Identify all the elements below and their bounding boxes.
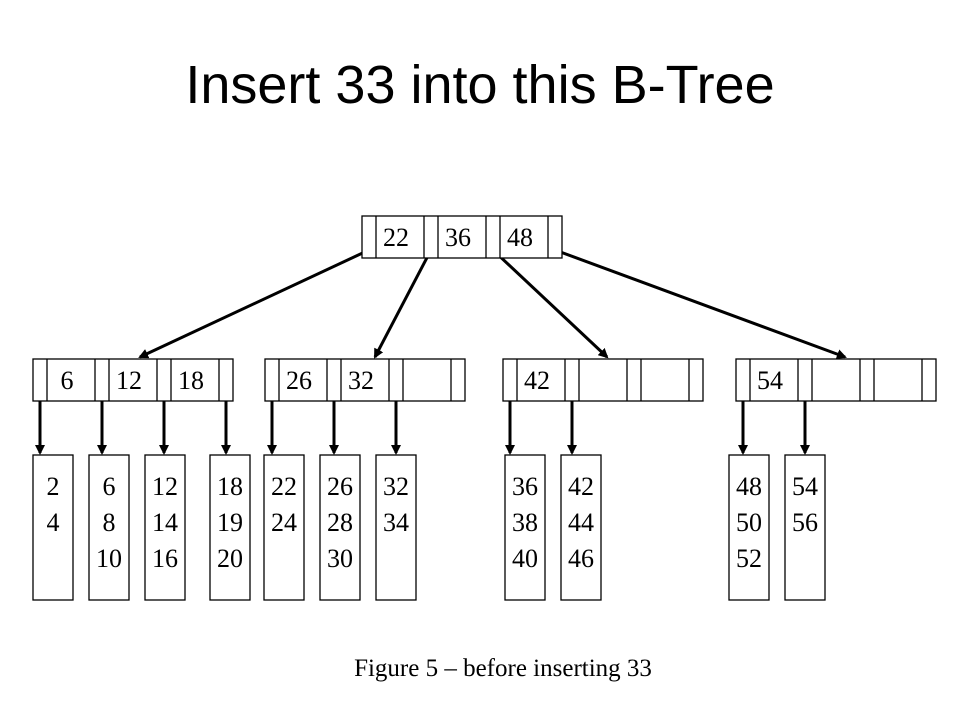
leaf-node: 6 8 10 — [88, 454, 130, 601]
leaf-key: 22 — [271, 472, 297, 501]
leaf-key: 36 — [512, 472, 538, 501]
tree-edges — [35, 248, 847, 455]
leaf-box — [32, 454, 74, 601]
root-pointer-arrow — [138, 248, 370, 359]
leaf-key: 32 — [383, 472, 409, 501]
leaf-box — [375, 454, 417, 601]
leaf-key: 40 — [512, 544, 538, 573]
node-key: 22 — [383, 223, 409, 252]
leaf-box — [504, 454, 546, 601]
leaf-key: 6 — [103, 472, 116, 501]
leaf-key: 8 — [103, 508, 116, 537]
leaf-key: 14 — [152, 508, 178, 537]
leaf-node: 26 28 30 — [319, 454, 361, 601]
root-pointer-arrow — [491, 248, 609, 359]
leaf-key: 4 — [47, 508, 60, 537]
leaf-key: 54 — [792, 472, 818, 501]
internal-node-3: 42 — [502, 358, 704, 402]
node-box — [264, 358, 466, 402]
figure-caption: Figure 5 – before inserting 33 — [354, 655, 652, 682]
leaf-key: 50 — [736, 508, 762, 537]
leaf-key: 19 — [217, 508, 243, 537]
leaf-key: 28 — [327, 508, 353, 537]
leaf-node: 24 — [32, 454, 74, 601]
node-key: 32 — [348, 366, 374, 395]
leaf-key: 46 — [568, 544, 594, 573]
internal-node-4: 54 — [735, 358, 937, 402]
leaf-box — [263, 454, 305, 601]
leaf-key: 16 — [152, 544, 178, 573]
node-key: 48 — [507, 223, 533, 252]
leaf-key: 56 — [792, 508, 818, 537]
leaf-node: 12 14 16 — [144, 454, 186, 601]
leaf-node: 36 38 40 — [504, 454, 546, 601]
leaf-node: 18 19 20 — [209, 454, 251, 601]
leaf-box — [560, 454, 602, 601]
internal-node-2: 26 32 — [264, 358, 466, 402]
leaf-key: 12 — [152, 472, 178, 501]
leaf-key: 52 — [736, 544, 762, 573]
root-node: 22 36 48 — [361, 215, 563, 259]
leaf-key: 42 — [568, 472, 594, 501]
node-key: 42 — [524, 366, 550, 395]
leaf-key: 48 — [736, 472, 762, 501]
internal-node-1: 6 12 18 — [32, 358, 234, 402]
leaf-box — [728, 454, 770, 601]
leaf-box — [144, 454, 186, 601]
leaf-key: 18 — [217, 472, 243, 501]
node-box — [735, 358, 937, 402]
leaf-node: 48 50 52 — [728, 454, 770, 601]
root-pointer-arrow — [373, 249, 433, 359]
leaf-box — [88, 454, 130, 601]
node-box — [32, 358, 234, 402]
node-key: 18 — [178, 366, 204, 395]
leaf-key: 26 — [327, 472, 353, 501]
node-key: 6 — [61, 366, 74, 395]
node-box — [361, 215, 563, 259]
leaf-node: 42 44 46 — [560, 454, 602, 601]
leaf-box — [209, 454, 251, 601]
diagram-title: Insert 33 into this B-Tree — [185, 55, 775, 115]
node-box — [502, 358, 704, 402]
node-key: 54 — [757, 366, 783, 395]
leaf-key: 34 — [383, 508, 409, 537]
leaf-key: 44 — [568, 508, 594, 537]
leaf-key: 30 — [327, 544, 353, 573]
leaf-key: 24 — [271, 508, 297, 537]
node-key: 12 — [116, 366, 142, 395]
node-key: 36 — [445, 223, 471, 252]
leaf-box — [784, 454, 826, 601]
leaf-box — [319, 454, 361, 601]
leaf-key: 2 — [47, 472, 60, 501]
root-pointer-arrow — [554, 248, 847, 359]
leaf-key: 38 — [512, 508, 538, 537]
leaf-key: 20 — [217, 544, 243, 573]
leaf-key: 10 — [96, 544, 122, 573]
node-key: 26 — [286, 366, 312, 395]
